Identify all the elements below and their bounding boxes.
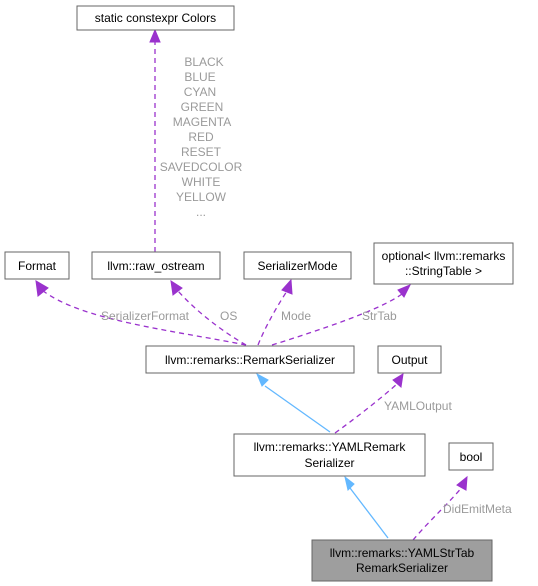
colors-value-label: GREEN: [181, 100, 224, 114]
edge-label-os: OS: [220, 309, 237, 323]
node-yaml-remark-serializer[interactable]: llvm::remarks::YAMLRemark Serializer: [233, 433, 426, 477]
node-optional-string-table-label-1: optional< llvm::remarks: [382, 249, 506, 263]
colors-value-label: RESET: [181, 145, 222, 159]
edge-focus-inherits-yaml: [344, 475, 389, 539]
node-bool[interactable]: bool: [448, 442, 494, 471]
node-format-label: Format: [18, 259, 57, 273]
edge-bool-focus: DidEmitMeta: [412, 475, 512, 541]
node-optional-string-table[interactable]: optional< llvm::remarks ::StringTable >: [373, 242, 514, 285]
colors-value-label: RED: [188, 130, 214, 144]
edge-label-mode: Mode: [281, 309, 311, 323]
colors-value-label: CYAN: [184, 85, 216, 99]
node-optional-string-table-label-2: ::StringTable >: [405, 264, 482, 278]
node-colors-label: static constexpr Colors: [95, 11, 216, 25]
edge-string-table-remark-serializer: StrTab: [271, 284, 412, 346]
node-remark-serializer-label: llvm::remarks::RemarkSerializer: [165, 353, 335, 367]
node-yaml-remark-serializer-label-1: llvm::remarks::YAMLRemark: [254, 440, 407, 454]
node-yaml-strtab-remark-serializer-focus[interactable]: llvm::remarks::YAMLStrTab RemarkSerializ…: [311, 539, 493, 582]
node-remark-serializer[interactable]: llvm::remarks::RemarkSerializer: [145, 345, 355, 374]
edge-label-did-emit-meta: DidEmitMeta: [443, 502, 512, 516]
colors-value-label: WHITE: [182, 175, 221, 189]
colors-value-label: BLACK: [184, 55, 223, 69]
edge-label-serializer-format: SerializerFormat: [101, 309, 190, 323]
node-output[interactable]: Output: [377, 345, 442, 374]
node-yaml-remark-serializer-label-2: Serializer: [304, 456, 354, 470]
edge-label-yaml-output: YAMLOutput: [384, 399, 452, 413]
node-colors[interactable]: static constexpr Colors: [76, 5, 235, 31]
node-serializer-mode-label: SerializerMode: [257, 259, 337, 273]
colors-value-list: BLACK BLUE CYAN GREEN MAGENTA RED RESET …: [160, 55, 243, 219]
colors-value-label: ...: [196, 205, 206, 219]
colors-value-label: MAGENTA: [173, 115, 231, 129]
edge-serializer-mode-remark-serializer: Mode: [257, 278, 311, 346]
edge-raw-ostream-remark-serializer: OS: [170, 279, 247, 346]
node-serializer-mode[interactable]: SerializerMode: [243, 251, 352, 280]
node-focus-label-1: llvm::remarks::YAMLStrTab: [330, 546, 475, 560]
colors-value-label: SAVEDCOLOR: [160, 160, 243, 174]
node-raw-ostream[interactable]: llvm::raw_ostream: [91, 251, 221, 280]
edge-yaml-inherits-remark-serializer: [255, 372, 331, 433]
edge-format-remark-serializer: SerializerFormat: [35, 280, 247, 346]
colors-value-label: YELLOW: [176, 190, 227, 204]
node-bool-label: bool: [460, 450, 483, 464]
edge-label-strtab: StrTab: [362, 309, 397, 323]
colors-value-label: BLUE: [184, 70, 215, 84]
edge-colors-raw-ostream: [149, 28, 161, 252]
node-format[interactable]: Format: [4, 251, 70, 280]
node-focus-label-2: RemarkSerializer: [356, 561, 448, 575]
node-output-label: Output: [391, 353, 428, 367]
node-raw-ostream-label: llvm::raw_ostream: [107, 259, 204, 273]
edge-output-yaml: YAMLOutput: [334, 373, 452, 434]
